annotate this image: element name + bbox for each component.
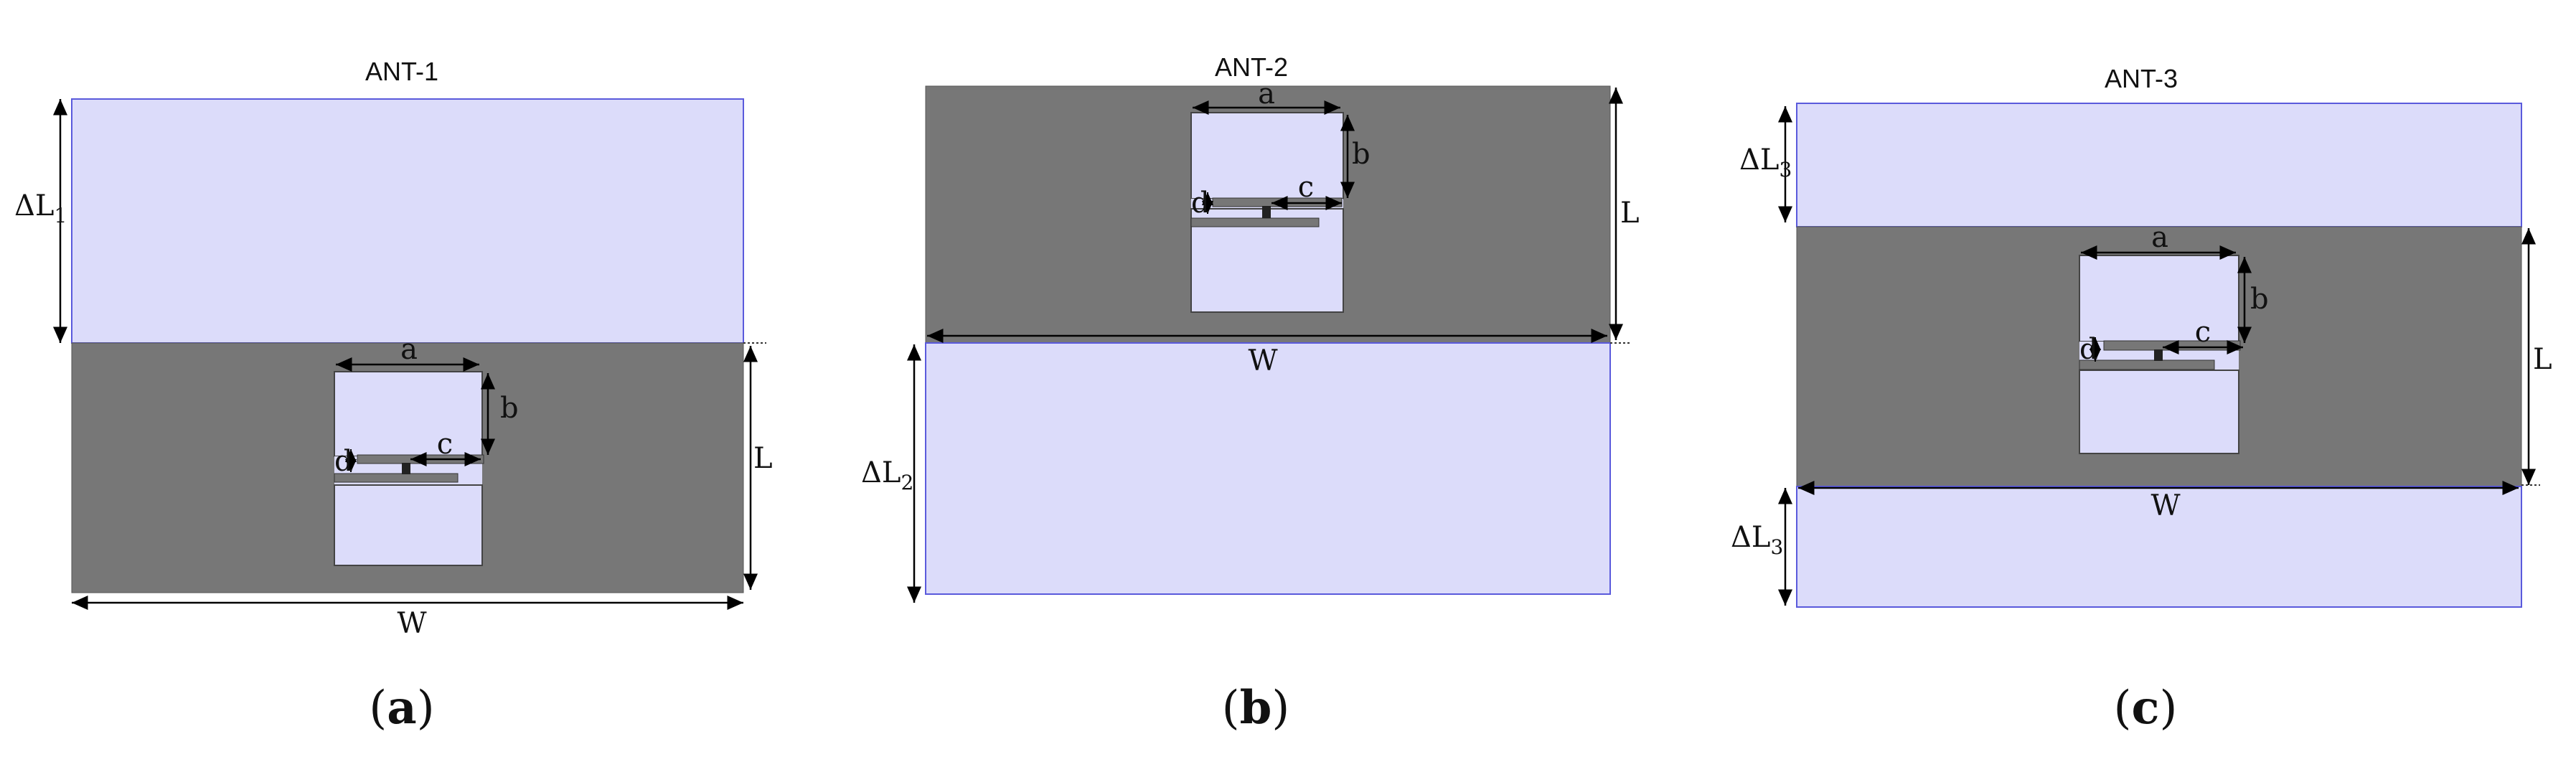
label-W: W [2150, 489, 2180, 522]
panel-ant-1: ANT-1 a b c d L W ΔL1 (a) [14, 57, 773, 735]
label-b: b [2250, 283, 2269, 316]
label-d: d [334, 445, 353, 478]
label-d: d [1191, 187, 1210, 220]
label-b: b [500, 392, 519, 425]
label-L: L [2533, 343, 2552, 376]
feed-strip-lower [2079, 359, 2215, 370]
panel-title: ANT-1 [365, 57, 438, 86]
label-d: d [2079, 333, 2098, 366]
label-L: L [753, 442, 773, 475]
feed-strip-lower [1190, 217, 1320, 227]
label-W: W [1248, 344, 1277, 377]
label-a: a [2151, 221, 2168, 254]
label-deltaL: ΔL2 [861, 456, 913, 494]
substrate-region-top [1796, 103, 2522, 227]
label-deltaL: ΔL1 [14, 189, 67, 227]
label-c: c [2195, 316, 2211, 349]
substrate-region-bottom [1796, 486, 2522, 608]
label-deltaL-top: ΔL3 [1739, 144, 1792, 182]
feed-strip-lower [334, 473, 459, 483]
panel-caption: (b) [1222, 681, 1290, 735]
slot-lower [334, 484, 483, 566]
via [1262, 206, 1271, 218]
label-L: L [1620, 197, 1640, 230]
via [2154, 349, 2163, 361]
slot-upper [1190, 112, 1344, 199]
slot-upper [2079, 255, 2239, 342]
feed-strip-upper [2103, 340, 2241, 351]
panel-title: ANT-2 [1215, 52, 1288, 82]
slot-lower [2079, 370, 2239, 454]
label-b: b [1352, 138, 1371, 171]
label-a: a [400, 333, 418, 366]
panel-caption: (c) [2114, 681, 2178, 735]
label-deltaL-bottom: ΔL3 [1731, 521, 1783, 559]
panel-title: ANT-3 [2105, 64, 2178, 93]
label-W: W [397, 607, 426, 640]
label-c: c [437, 428, 453, 461]
label-a: a [1258, 77, 1275, 111]
label-c: c [1298, 171, 1314, 204]
substrate-region [925, 342, 1611, 595]
panel-caption: (a) [369, 681, 434, 735]
substrate-region [71, 98, 744, 344]
via [402, 463, 410, 474]
panel-ant-2: ANT-2 a b c d L W ΔL2 (b) [861, 52, 1640, 735]
slot-upper [334, 371, 483, 457]
panel-ant-3: ANT-3 a b c d L W ΔL3 ΔL3 [1731, 64, 2552, 735]
